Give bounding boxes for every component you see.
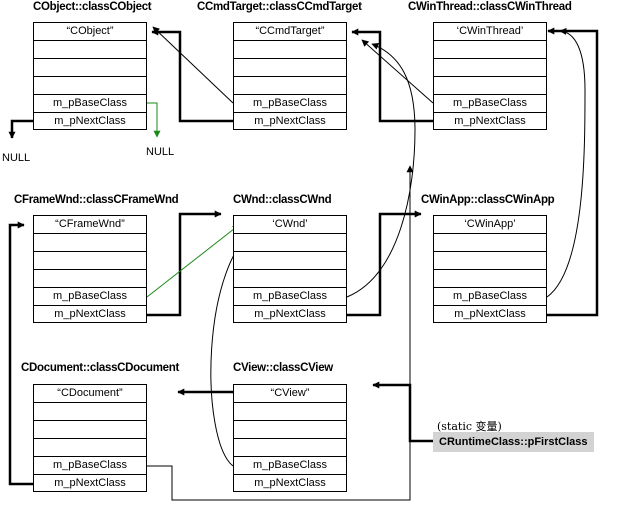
empty-field-cell <box>234 77 346 95</box>
empty-field-cell <box>434 41 546 59</box>
cview-title: CView::classCView <box>233 362 333 374</box>
null-label-next: NULL <box>2 152 31 164</box>
empty-field-cell <box>34 403 146 421</box>
empty-field-cell <box>34 421 146 439</box>
class-name-cell: ‘CWinApp’ <box>434 216 546 234</box>
cwnd-runtime-class: ‘CWnd’ m_pBaseClass m_pNextClass <box>233 215 347 323</box>
empty-field-cell <box>234 439 346 457</box>
base-class-cell: m_pBaseClass <box>434 288 546 306</box>
null-label-base: NULL <box>146 146 175 158</box>
base-link-ccmdtarget-cobject <box>152 26 234 104</box>
class-name-cell: “CObject” <box>34 23 146 41</box>
base-link-cwnd-ccmdtarget <box>346 43 416 298</box>
base-class-cell: m_pBaseClass <box>234 457 346 475</box>
empty-field-cell <box>34 252 146 270</box>
base-class-cell: m_pBaseClass <box>34 457 146 475</box>
base-link-cframewnd-cwnd <box>146 224 240 298</box>
base-link-cwinthread-ccmdtarget <box>361 39 434 104</box>
empty-field-cell <box>34 234 146 252</box>
class-name-cell: “CFrameWnd” <box>34 216 146 234</box>
cwinapp-title: CWinApp::classCWinApp <box>421 194 555 206</box>
class-name-cell: “CDocument” <box>34 385 146 403</box>
base-link-cwinapp-cwinthread <box>546 27 586 298</box>
base-class-cell: m_pBaseClass <box>34 95 146 113</box>
next-link-cwinthread-ccmdtarget <box>351 28 433 123</box>
next-class-cell: m_pNextClass <box>54 477 126 489</box>
empty-field-cell <box>234 252 346 270</box>
cwnd-title: CWnd::classCWnd <box>233 194 332 206</box>
cframewnd-runtime-class: “CFrameWnd” m_pBaseClass m_pNextClass <box>33 215 147 323</box>
cobject-runtime-class: “CObject” m_pBaseClass m_pNextClass <box>33 22 147 130</box>
next-class-cell: m_pNextClass <box>454 308 526 320</box>
next-class-cell: m_pNextClass <box>54 308 126 320</box>
cdocument-title: CDocument::classCDocument <box>21 362 179 374</box>
next-link-cobject-null <box>8 119 33 139</box>
cobject-title: CObject::classCObject <box>33 1 152 13</box>
next-class-cell: m_pNextClass <box>54 115 126 127</box>
base-class-cell: m_pBaseClass <box>434 95 546 113</box>
empty-field-cell <box>34 41 146 59</box>
class-name-cell: ‘CWinThread’ <box>434 23 546 41</box>
class-name-cell: ‘CWnd’ <box>234 216 346 234</box>
empty-field-cell <box>234 41 346 59</box>
empty-field-cell <box>234 403 346 421</box>
cdocument-runtime-class: “CDocument” m_pBaseClass m_pNextClass <box>33 384 147 492</box>
next-class-cell: m_pNextClass <box>454 115 526 127</box>
base-class-cell: m_pBaseClass <box>34 288 146 306</box>
empty-field-cell <box>234 59 346 77</box>
static-variable-note: (static 变量) <box>437 420 502 433</box>
empty-field-cell <box>34 59 146 77</box>
next-link-ccmdtarget-cobject <box>151 28 233 123</box>
next-class-cell: m_pNextClass <box>254 477 326 489</box>
empty-field-cell <box>434 252 546 270</box>
base-class-cell: m_pBaseClass <box>234 288 346 306</box>
cframewnd-title: CFrameWnd::classCFrameWnd <box>14 194 179 206</box>
class-name-cell: “CCmdTarget” <box>234 23 346 41</box>
empty-field-cell <box>434 77 546 95</box>
ccmdtarget-runtime-class: “CCmdTarget” m_pBaseClass m_pNextClass <box>233 22 347 130</box>
cview-runtime-class: “CView” m_pBaseClass m_pNextClass <box>233 384 347 492</box>
next-class-cell: m_pNextClass <box>254 115 326 127</box>
empty-field-cell <box>434 59 546 77</box>
ccmdtarget-title: CCmdTarget::classCCmdTarget <box>197 1 362 13</box>
empty-field-cell <box>434 270 546 288</box>
cwinthread-title: CWinThread::classCWinThread <box>408 1 572 13</box>
base-class-cell: m_pBaseClass <box>234 95 346 113</box>
empty-field-cell <box>434 234 546 252</box>
empty-field-cell <box>34 77 146 95</box>
next-link-cwinapp-cwinthread <box>547 27 599 317</box>
next-class-cell: m_pNextClass <box>254 308 326 320</box>
next-link-cwnd-cwinapp <box>347 210 422 317</box>
first-class-pointer: CRuntimeClass::pFirstClass <box>433 432 594 452</box>
next-link-cframewnd-cwnd <box>147 210 222 317</box>
empty-field-cell <box>234 270 346 288</box>
class-name-cell: “CView” <box>234 385 346 403</box>
empty-field-cell <box>34 439 146 457</box>
cwinthread-runtime-class: ‘CWinThread’ m_pBaseClass m_pNextClass <box>433 22 547 130</box>
base-link-cobject-null <box>147 102 161 138</box>
first-class-link <box>372 381 433 443</box>
next-link-cdocument-cframewnd <box>8 221 33 486</box>
empty-field-cell <box>34 270 146 288</box>
empty-field-cell <box>234 234 346 252</box>
cwinapp-runtime-class: ‘CWinApp’ m_pBaseClass m_pNextClass <box>433 215 547 323</box>
empty-field-cell <box>234 421 346 439</box>
